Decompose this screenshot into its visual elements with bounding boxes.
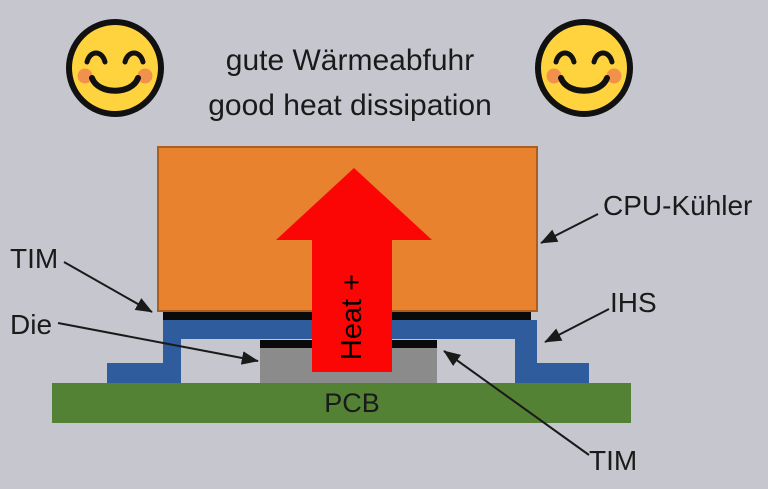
pcb-shape: PCB [52, 383, 631, 423]
ihs-right-foot-shape [515, 363, 589, 383]
tim-upper-arrow [63, 261, 153, 313]
label-tim-upper: TIM [10, 243, 59, 274]
label-ihs: IHS [610, 287, 657, 318]
label-die: Die [10, 309, 53, 340]
pcb-label: PCB [324, 388, 380, 418]
cpu-cooler-arrow [540, 213, 599, 244]
heat-arrow-label: Heat + [336, 273, 368, 361]
ihs-arrow [544, 308, 610, 343]
smiling-face-icon [535, 19, 633, 117]
title-line-english: good heat dissipation [208, 89, 492, 122]
page-title: gute Wärmeabfuhr good heat dissipation [0, 38, 700, 128]
title-line-german: gute Wärmeabfuhr [225, 44, 475, 77]
label-tim-lower: TIM [589, 445, 638, 476]
ihs-left-foot-shape [107, 363, 181, 383]
label-cpu-cooler: CPU-Kühler [603, 190, 753, 221]
smiling-face-icon [66, 19, 164, 117]
